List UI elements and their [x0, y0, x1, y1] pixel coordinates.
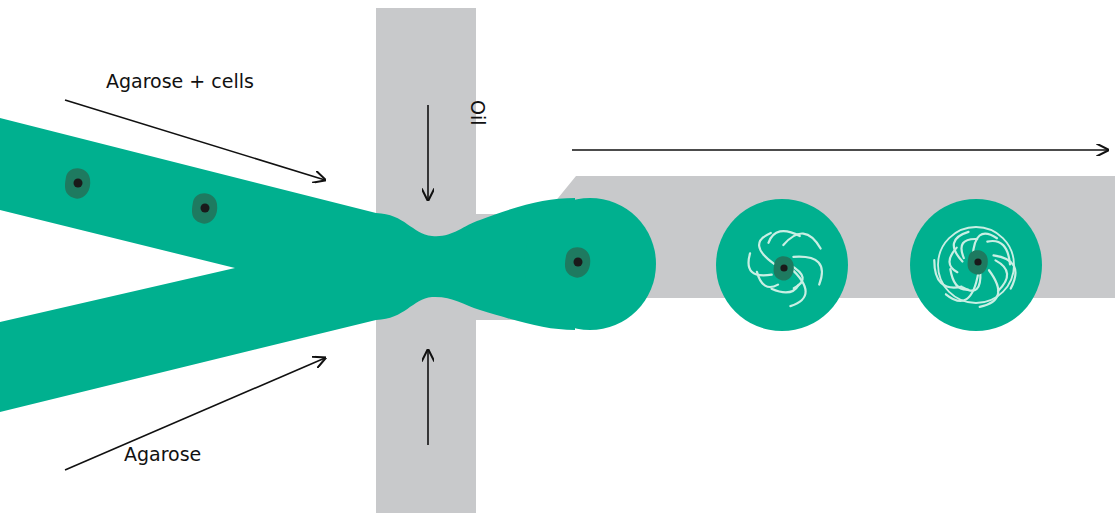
droplet: [910, 199, 1042, 331]
flow-label: Agarose: [124, 445, 201, 464]
agarose-fibers: [749, 227, 1016, 307]
cell: [192, 193, 217, 223]
cell: [774, 256, 794, 280]
droplet: [716, 199, 848, 331]
flow-arrows: [65, 100, 1108, 470]
cell: [65, 168, 90, 198]
inlet-channels: [0, 118, 376, 412]
flow-label: Agarose + cells: [106, 72, 254, 91]
flow-label: Oil: [468, 100, 487, 126]
cell: [968, 250, 988, 274]
forming-droplet: [524, 198, 656, 330]
cells: [65, 168, 988, 280]
cell: [565, 247, 590, 277]
